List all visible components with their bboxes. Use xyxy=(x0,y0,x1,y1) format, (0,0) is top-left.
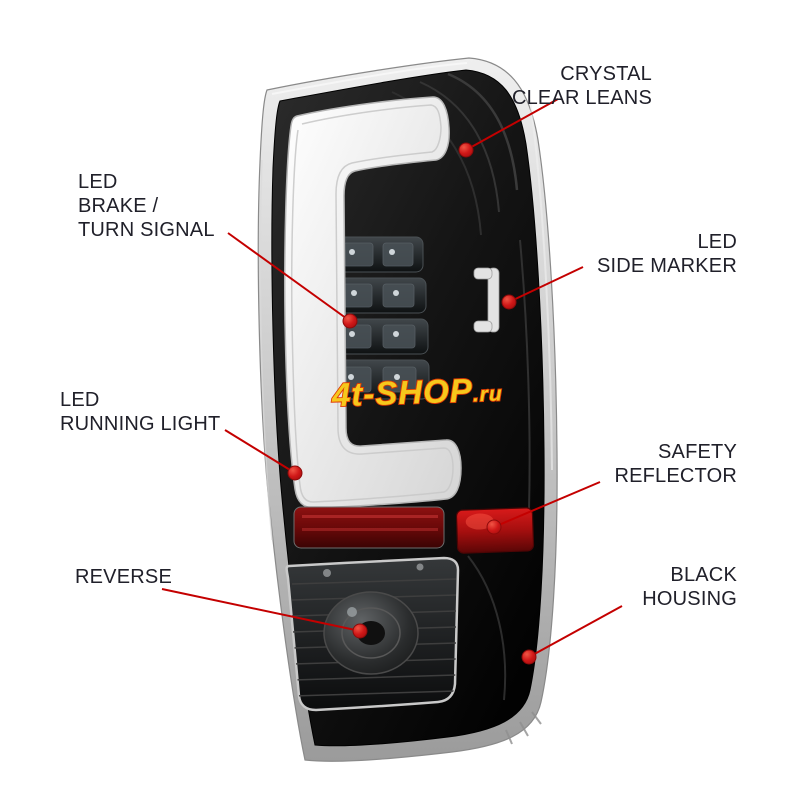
callout-led-running-light: LED RUNNING LIGHT xyxy=(60,388,220,436)
callout-text-line: CRYSTAL xyxy=(560,63,652,85)
leader-line-black-housing xyxy=(528,605,623,658)
chrome-bottom-ribs xyxy=(505,711,542,745)
watermark: 4t-SHOP.ru xyxy=(330,370,503,413)
callout-text-line: HOUSING xyxy=(642,588,737,610)
led-running-light-bar xyxy=(284,96,462,509)
leader-line-led-brake-turn-signal xyxy=(227,232,351,322)
callout-black-housing: BLACK HOUSING xyxy=(642,563,737,611)
chrome-right-highlight xyxy=(529,99,553,471)
watermark-suffix: .ru xyxy=(472,382,503,406)
callout-safety-reflector: SAFETY REFLECTOR xyxy=(614,440,737,488)
leader-line-crystal-clear-lens xyxy=(465,98,559,151)
safety-reflector-strip xyxy=(293,506,445,549)
chrome-top-highlight xyxy=(271,62,468,95)
marker-dot-led-brake-turn-signal xyxy=(342,313,358,329)
callout-text-line: REFLECTOR xyxy=(614,465,737,487)
callout-text-line: REVERSE xyxy=(75,566,172,588)
callout-text-line: RUNNING LIGHT xyxy=(60,413,221,435)
callout-text-line: LED xyxy=(60,389,100,411)
callout-text-line: BRAKE / xyxy=(78,195,159,217)
marker-dot-crystal-clear-lens xyxy=(458,142,474,158)
callout-led-brake-turn-signal: LED BRAKE / TURN SIGNAL xyxy=(78,170,215,242)
leader-line-led-side-marker xyxy=(508,266,584,303)
chrome-left-highlight xyxy=(259,159,273,541)
light-bar-inner-contour xyxy=(291,104,454,503)
callout-text-line: BLACK xyxy=(670,564,737,586)
marker-dot-led-running-light xyxy=(287,465,303,481)
callout-led-side-marker: LED SIDE MARKER xyxy=(597,230,737,278)
callout-text-line: CLEAR LEANS xyxy=(511,87,652,109)
callout-text-line: SAFETY xyxy=(658,441,737,463)
marker-dot-reverse xyxy=(352,623,368,639)
led-brake-modules xyxy=(327,236,430,400)
callout-leader-lines xyxy=(161,98,623,658)
leader-line-safety-reflector xyxy=(493,481,601,528)
callout-text-line: LED xyxy=(697,231,737,253)
reverse-reflector-bowl xyxy=(323,563,424,675)
callout-reverse: REVERSE xyxy=(75,565,172,589)
marker-dot-safety-reflector xyxy=(486,519,502,535)
led-side-marker-light xyxy=(473,267,500,333)
leader-line-led-running-light xyxy=(224,429,296,474)
watermark-main: 4t-SHOP xyxy=(330,371,473,413)
callout-text-line: TURN SIGNAL xyxy=(78,219,215,241)
callout-crystal-clear-lens: CRYSTAL CLEAR LEANS xyxy=(512,62,652,110)
leader-line-reverse xyxy=(161,588,361,632)
callout-marker-dots xyxy=(287,142,537,665)
callout-text-line: SIDE MARKER xyxy=(596,255,737,277)
marker-dot-black-housing xyxy=(521,649,537,665)
marker-dot-led-side-marker xyxy=(501,294,517,310)
callout-text-line: LED xyxy=(78,171,118,193)
